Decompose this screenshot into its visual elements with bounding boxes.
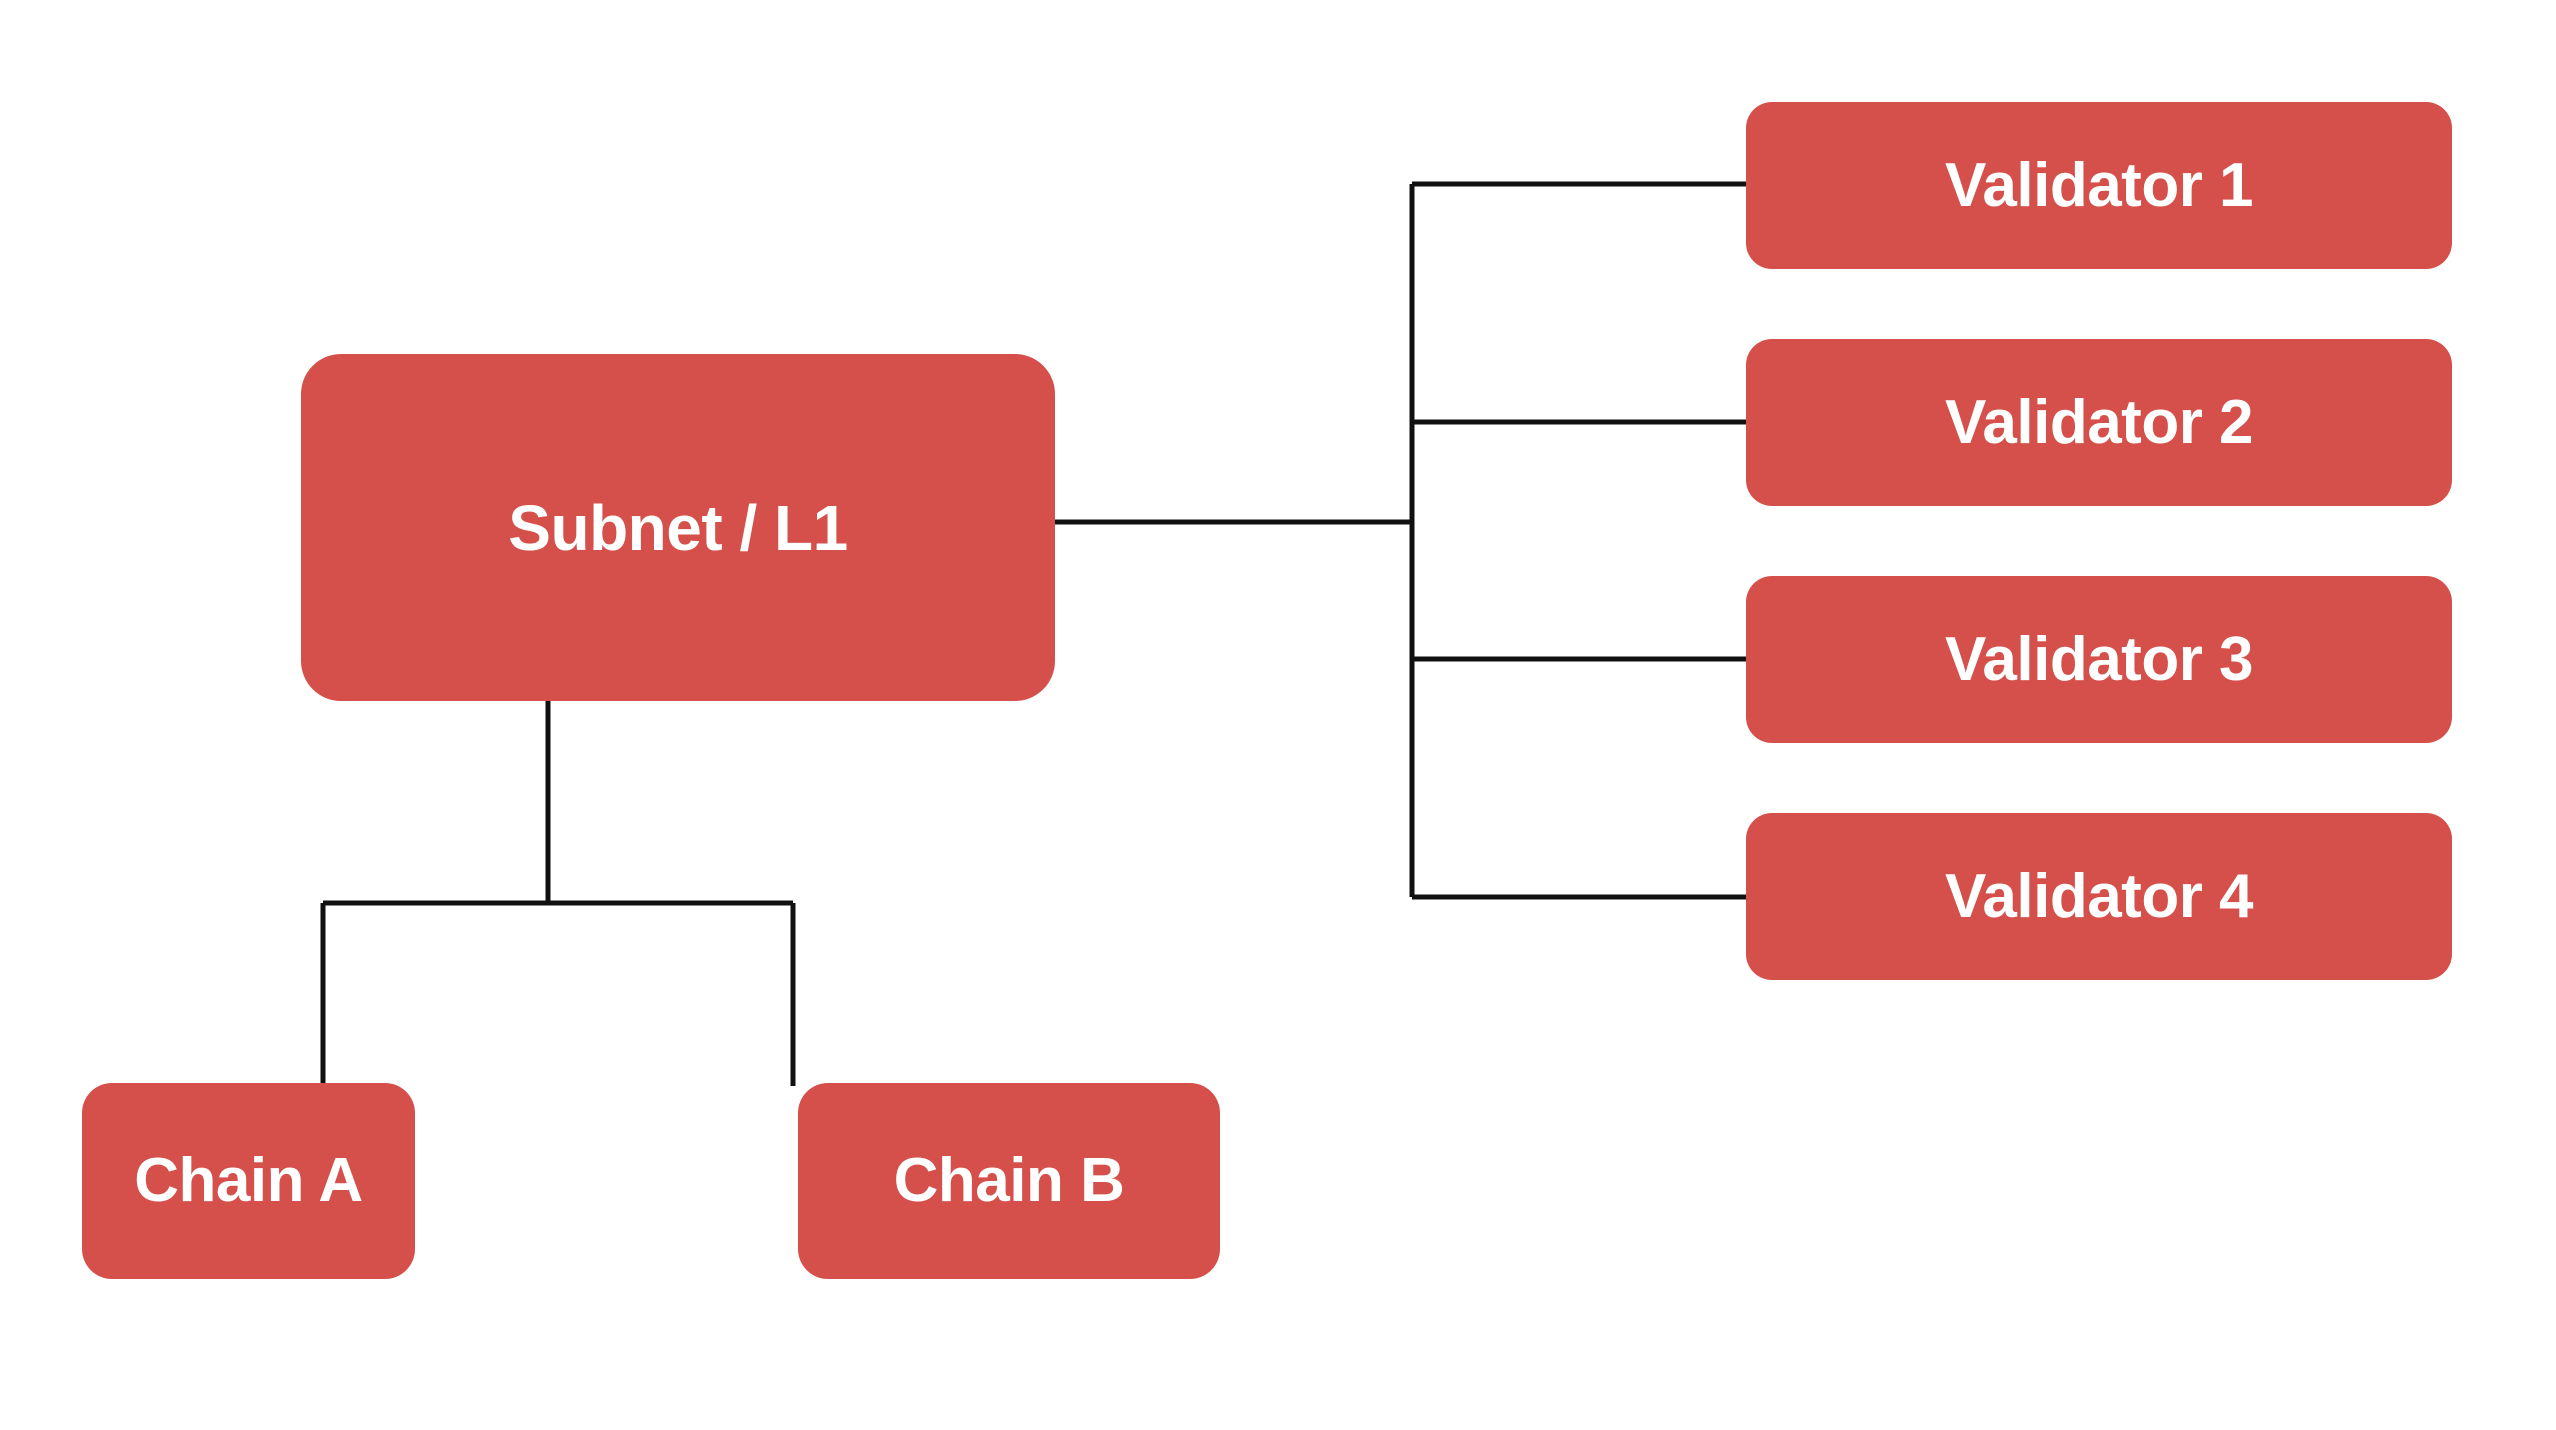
node-validator-1[interactable]: Validator 1 [1746,102,2452,269]
node-chain-b[interactable]: Chain B [798,1083,1220,1279]
node-subnet[interactable]: Subnet / L1 [301,354,1055,701]
node-validator-3-label: Validator 3 [1944,624,2254,694]
node-chain-a-label: Chain A [134,1146,363,1215]
node-validator-3[interactable]: Validator 3 [1746,576,2452,743]
node-chain-b-label: Chain B [893,1146,1125,1215]
node-validator-1-label: Validator 1 [1944,150,2254,220]
node-chain-a[interactable]: Chain A [82,1083,415,1279]
node-validator-4-label: Validator 4 [1944,861,2254,931]
node-validator-4[interactable]: Validator 4 [1746,813,2452,980]
node-validator-2[interactable]: Validator 2 [1746,339,2452,506]
node-subnet-label: Subnet / L1 [508,491,848,564]
node-validator-2-label: Validator 2 [1944,387,2254,457]
